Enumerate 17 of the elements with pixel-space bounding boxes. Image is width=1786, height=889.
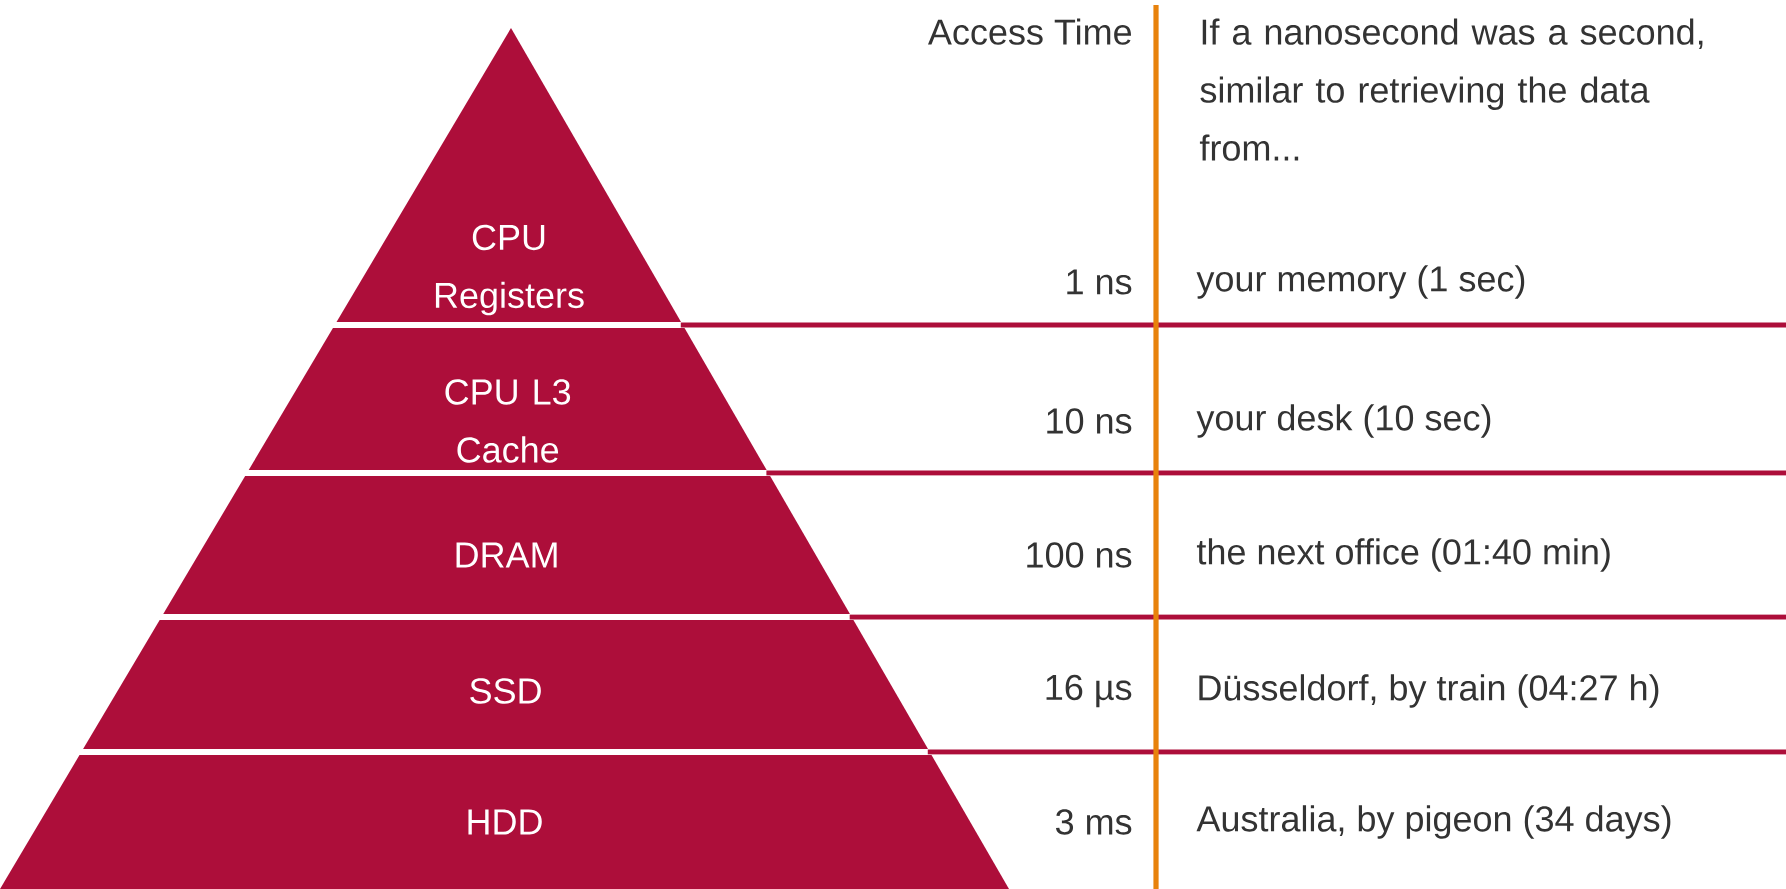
comparison-text: Düsseldorf, by train (04:27 h) — [1199, 674, 1659, 708]
access-time: 10 ns — [1047, 408, 1132, 434]
pyramid-layer: HDD — [0, 755, 1009, 889]
comparison-text: your desk (10 sec) — [1196, 404, 1491, 438]
access-time: 16 µs — [1046, 674, 1132, 708]
pyramid-layer: CPU Registers — [336, 28, 682, 322]
column-header: Access Time — [928, 18, 1131, 45]
access-time: 1 ns — [1067, 269, 1132, 295]
column-header: If a nanosecond was a second, similar to retrieving the data from... — [1199, 18, 1703, 161]
comparison-text: your memory (1 sec) — [1196, 265, 1525, 299]
pyramid-layer: DRAM — [163, 476, 850, 614]
pyramid-layer: SSD — [83, 620, 929, 749]
comparison-text: Australia, by pigeon (34 days) — [1196, 805, 1671, 839]
access-time: 100 ns — [1027, 542, 1132, 568]
comparison-text: the next office (01:40 min) — [1196, 538, 1610, 572]
access-time: 3 ms — [1056, 809, 1132, 835]
pyramid-layer: CPU L3 Cache — [248, 328, 767, 470]
